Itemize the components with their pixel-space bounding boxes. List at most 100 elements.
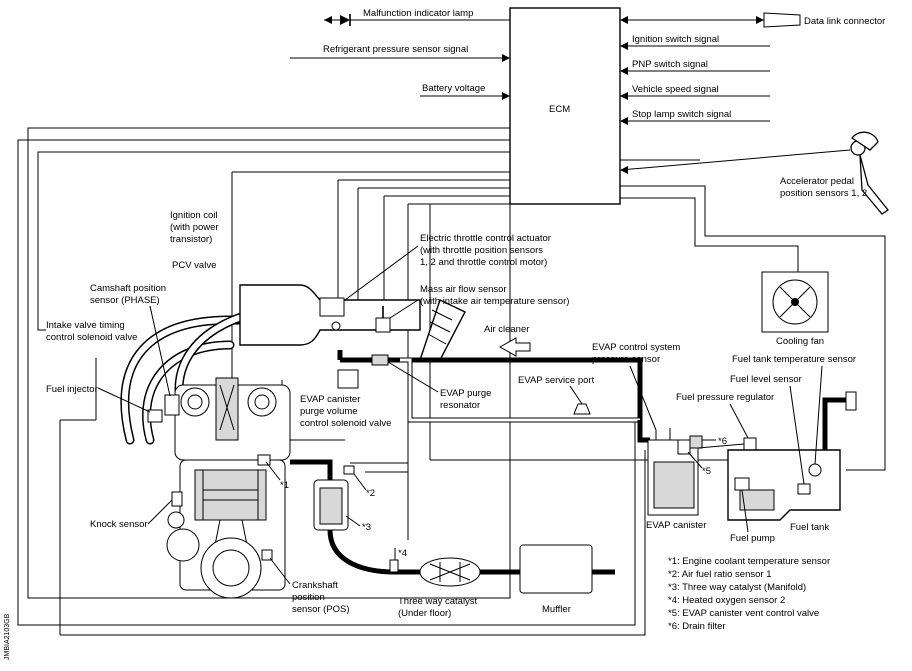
legend-item-2: *2: Air fuel ratio sensor 1 xyxy=(668,569,772,580)
evap-purge-valve-label-1: EVAP canister xyxy=(300,394,360,405)
evap-purge-valve-label-3: control solenoid valve xyxy=(300,418,391,429)
fuel-tank-label: Fuel tank xyxy=(790,522,829,533)
knock-sensor-icon xyxy=(171,491,183,507)
pnp-label: PNP switch signal xyxy=(632,59,708,70)
pnp-signal: PNP switch signal xyxy=(620,59,770,75)
throttle-label-2: (with throttle position sensors xyxy=(420,245,543,256)
fuel-temp-icon xyxy=(808,463,822,477)
dlc-label: Data link connector xyxy=(804,16,885,27)
exhaust-system xyxy=(290,459,615,594)
twc-under-label-2: (Under floor) xyxy=(398,608,451,619)
data-link-connector-icon xyxy=(763,12,801,28)
alternator-icon xyxy=(166,528,200,562)
wiring-harness xyxy=(17,127,886,636)
accel-label-2: position sensors 1, 2 xyxy=(780,188,867,199)
ignition-coil-label-2: (with power xyxy=(170,222,219,233)
legend: *1: Engine coolant temperature sensor *2… xyxy=(668,556,830,632)
fuel-pump-icon xyxy=(734,477,750,491)
cooling-fan: Cooling fan xyxy=(761,271,829,347)
legend-item-3: *3: Three way catalyst (Manifold) xyxy=(668,582,806,593)
figure-code: JMBIA2103GB xyxy=(4,613,11,660)
marker-2: *2 xyxy=(366,488,375,499)
intake-valve-label-1: Intake valve timing xyxy=(46,320,125,331)
vss-label: Vehicle speed signal xyxy=(632,84,719,95)
air-cleaner-icon xyxy=(419,299,466,361)
evap-resonator-label-1: EVAP purge xyxy=(440,388,491,399)
ho2s-icon xyxy=(389,559,399,573)
fuel-injector-icon xyxy=(147,409,163,423)
component-labels: Ignition coil (with power transistor) El… xyxy=(46,210,856,619)
legend-item-6: *6: Drain filter xyxy=(668,621,726,632)
pcv-label: PCV valve xyxy=(172,260,216,271)
crankshaft-label-3: sensor (POS) xyxy=(292,604,350,615)
mil-signal: Malfunction indicator lamp xyxy=(324,8,510,26)
evap-purge-solenoid-icon xyxy=(337,369,359,389)
evap-purge-line xyxy=(337,350,643,440)
maf-label-1: Mass air flow sensor xyxy=(420,284,507,295)
evap-service-port-icon xyxy=(573,403,591,415)
ignition-signal: Ignition switch signal xyxy=(620,34,770,50)
piston-icon xyxy=(199,469,263,521)
crankshaft-label-1: Crankshaft xyxy=(292,580,338,591)
legend-item-1: *1: Engine coolant temperature sensor xyxy=(668,556,830,567)
evap-port-label: EVAP service port xyxy=(518,375,595,386)
ecm-box xyxy=(509,7,621,205)
intake-valve-label-2: control solenoid valve xyxy=(46,332,137,343)
camshaft-label-2: sensor (PHASE) xyxy=(90,295,160,306)
callout-markers: *1 *2 *3 *4 *5 *6 xyxy=(265,436,727,559)
evap-canister-label: EVAP canister xyxy=(646,520,706,531)
knock-label: Knock sensor xyxy=(90,519,148,530)
maf-label-2: (with intake air temperature sensor) xyxy=(420,296,569,307)
ect-sensor-icon xyxy=(257,454,271,466)
crankshaft-label-2: position xyxy=(292,592,325,603)
ignition-label: Ignition switch signal xyxy=(632,34,719,45)
cooling-fan-label: Cooling fan xyxy=(776,336,824,347)
fuel-injector-label: Fuel injector xyxy=(46,384,98,395)
muffler-icon xyxy=(519,544,593,594)
engine-block xyxy=(147,377,291,599)
af-sensor-icon xyxy=(343,465,355,475)
crank-sensor-icon xyxy=(261,549,273,561)
fuel-pump-label: Fuel pump xyxy=(730,533,775,544)
marker-3: *3 xyxy=(362,522,371,533)
drain-filter-icon xyxy=(689,435,703,449)
ignition-coil-label-1: Ignition coil xyxy=(170,210,218,221)
muffler-label: Muffler xyxy=(542,604,571,615)
throttle-label-1: Electric throttle control actuator xyxy=(420,233,551,244)
accel-label-1: Accelerator pedal xyxy=(780,176,854,187)
stop-lamp-signal: Stop lamp switch signal xyxy=(620,109,770,125)
vss-signal: Vehicle speed signal xyxy=(620,84,770,100)
refrigerant-signal: Refrigerant pressure sensor signal xyxy=(290,44,510,62)
fuel-evap-system xyxy=(637,391,857,521)
legend-item-4: *4: Heated oxygen sensor 2 xyxy=(668,595,785,606)
pedal-arm-icon xyxy=(859,154,889,215)
maf-sensor-icon xyxy=(375,317,391,333)
battery-signal: Battery voltage xyxy=(420,83,510,100)
marker-6: *6 xyxy=(718,436,727,447)
ecm-label: ECM xyxy=(549,104,570,115)
twc-under-label-1: Three way catalyst xyxy=(398,596,478,607)
fuel-level-icon xyxy=(797,483,811,495)
evap-resonator-label-2: resonator xyxy=(440,400,480,411)
marker-5: *5 xyxy=(702,466,711,477)
evap-purge-valve-label-2: purge volume xyxy=(300,406,358,417)
fuel-tank-temp-label: Fuel tank temperature sensor xyxy=(732,354,856,365)
pressure-regulator-icon xyxy=(743,437,757,451)
fuel-level-label: Fuel level sensor xyxy=(730,374,802,385)
legend-item-5: *5: EVAP canister vent control valve xyxy=(668,608,819,619)
evap-pressure-label-1: EVAP control system xyxy=(592,342,680,353)
refrigerant-label: Refrigerant pressure sensor signal xyxy=(323,44,468,55)
battery-label: Battery voltage xyxy=(422,83,485,94)
cam-sensor-icon xyxy=(164,394,180,416)
filler-cap-icon xyxy=(845,391,857,411)
ignition-coil-label-3: transistor) xyxy=(170,234,212,245)
intake-chamber xyxy=(239,284,531,361)
camshaft-label-1: Camshaft position xyxy=(90,283,166,294)
mil-label: Malfunction indicator lamp xyxy=(363,8,473,19)
dlc-signal: Data link connector xyxy=(620,12,885,28)
lamp-diode-icon xyxy=(340,15,350,25)
throttle-actuator-icon xyxy=(319,297,345,317)
evap-resonator-icon xyxy=(371,354,389,366)
marker-4: *4 xyxy=(398,548,407,559)
